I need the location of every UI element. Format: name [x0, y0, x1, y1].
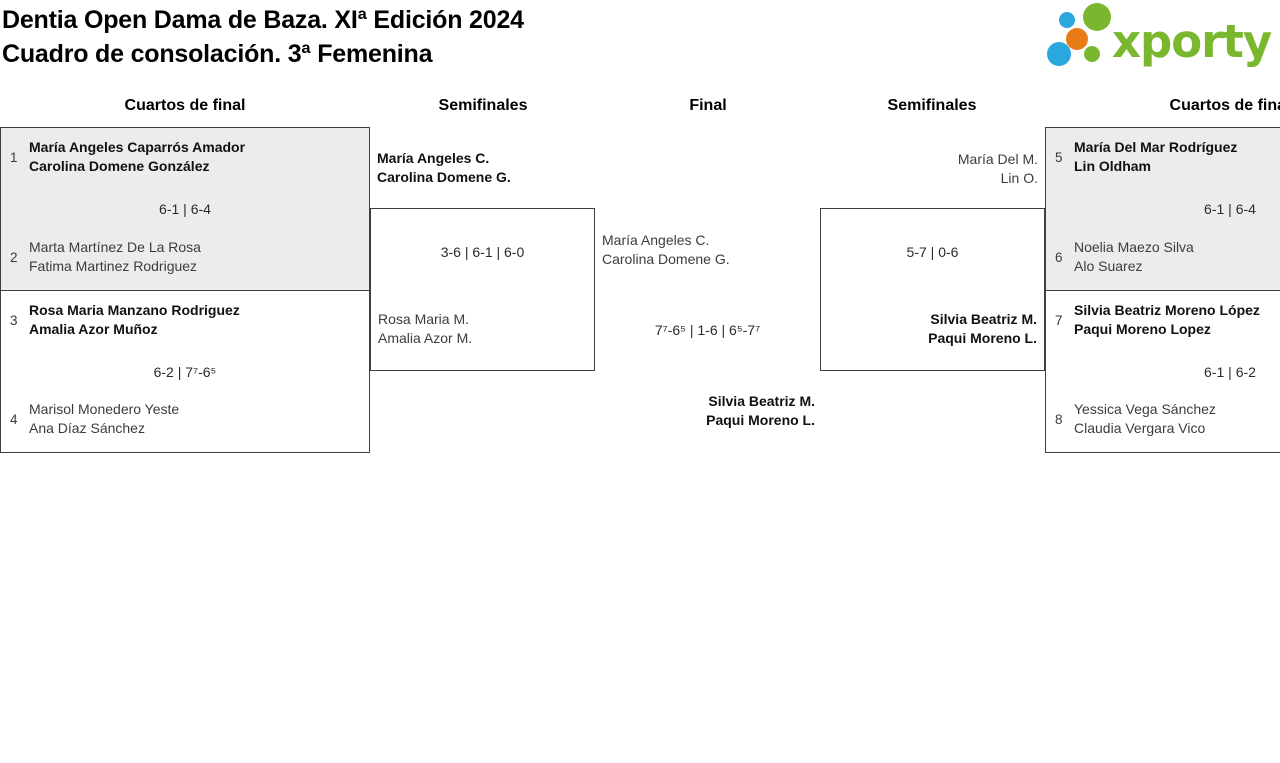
- player-line: María Angeles C.: [602, 232, 710, 248]
- team-names: Rosa Maria M. Amalia Azor M.: [378, 310, 472, 348]
- seed-number: 4: [10, 411, 18, 427]
- logo-dot-small-green: [1084, 46, 1100, 62]
- round-header-quarterfinals-left: Cuartos de final: [124, 97, 246, 114]
- final-team-bottom: Silvia Beatriz M. Paqui Moreno L.: [706, 392, 815, 430]
- player-line: Marisol Monedero Yeste: [29, 401, 180, 417]
- player-line: Paqui Moreno Lopez: [1074, 321, 1211, 337]
- match-score: 6-1 | 6-2: [1204, 363, 1256, 380]
- xporty-logo[interactable]: xporty: [1046, 1, 1280, 71]
- team-names: María Del Mar Rodríguez Lin Oldham: [1074, 138, 1280, 176]
- logo-dot-orange: [1066, 28, 1088, 50]
- player-line: Rosa Maria M.: [378, 311, 470, 327]
- match-sf-left: 3-6 | 6-1 | 6-0 Rosa Maria M. Amalia Azo…: [370, 208, 595, 371]
- player-line: Silvia Beatriz Moreno López: [1074, 302, 1260, 318]
- seed-number: 2: [10, 249, 18, 265]
- match-score: 6-1 | 6-4: [159, 201, 211, 217]
- match-qf-right-top: 5 María Del Mar Rodríguez Lin Oldham 6-1…: [1045, 127, 1280, 291]
- player-line: María Angeles Caparrós Amador: [29, 139, 246, 155]
- tournament-title-line-2: Cuadro de consolación. 3ª Femenina: [2, 40, 433, 68]
- player-line: Marta Martínez De La Rosa: [29, 239, 201, 255]
- sf-right-top-team: María Del M. Lin O.: [958, 150, 1038, 188]
- final-match-score: 7⁷-6⁵ | 1-6 | 6⁵-7⁷: [654, 322, 761, 338]
- player-line: Ana Díaz Sánchez: [29, 420, 145, 436]
- player-line: Noelia Maezo Silva: [1074, 239, 1194, 255]
- player-line: Rosa Maria Manzano Rodriguez: [29, 302, 240, 318]
- logo-dot-large-green: [1083, 3, 1111, 31]
- player-line: María Del M.: [957, 151, 1038, 167]
- match-score: 6-1 | 6-4: [1204, 201, 1256, 217]
- team-names: Marta Martínez De La Rosa Fatima Martine…: [29, 238, 365, 276]
- round-header-semifinals-left: Semifinales: [438, 97, 528, 114]
- seed-number: 7: [1055, 312, 1063, 328]
- player-line: Paqui Moreno L.: [706, 412, 815, 428]
- match-score: 5-7 | 0-6: [906, 244, 959, 260]
- tournament-title: Dentia Open Dama de Baza. XIª Edición 20…: [2, 3, 524, 71]
- player-line: Fatima Martinez Rodriguez: [29, 258, 198, 274]
- logo-dot-large-blue: [1047, 42, 1071, 66]
- match-qf-left-bottom: 3 Rosa Maria Manzano Rodriguez Amalia Az…: [0, 290, 370, 453]
- match-score: 3-6 | 6-1 | 6-0: [440, 244, 525, 260]
- round-header-quarterfinals-right: Cuartos de final: [1169, 97, 1280, 114]
- team-names: Silvia Beatriz Moreno López Paqui Moreno…: [1074, 301, 1280, 339]
- player-line: Alo Suarez: [1074, 258, 1143, 274]
- logo-dot-small-blue: [1059, 12, 1075, 28]
- team-names: Rosa Maria Manzano Rodriguez Amalia Azor…: [29, 301, 365, 339]
- sf-left-advancing-team: María Angeles C. Carolina Domene G.: [377, 149, 511, 187]
- tournament-title-line-1: Dentia Open Dama de Baza. XIª Edición 20…: [2, 6, 524, 34]
- player-line: Lin O.: [1000, 170, 1038, 186]
- match-qf-right-bottom: 7 Silvia Beatriz Moreno López Paqui More…: [1045, 290, 1280, 453]
- seed-number: 1: [10, 149, 18, 165]
- player-line: María Del Mar Rodríguez: [1074, 139, 1238, 155]
- final-team-top: María Angeles C. Carolina Domene G.: [602, 231, 730, 269]
- match-score: 6-2 | 7⁷-6⁵: [153, 363, 217, 380]
- round-header-final: Final: [689, 97, 727, 114]
- xporty-logo-icon: xporty: [1047, 3, 1273, 68]
- match-sf-right: 5-7 | 0-6 Silvia Beatriz M. Paqui Moreno…: [820, 208, 1045, 371]
- round-header-semifinals-right: Semifinales: [887, 97, 977, 114]
- seed-number: 3: [10, 312, 18, 328]
- player-line: Yessica Vega Sánchez: [1074, 401, 1216, 417]
- team-names: Marisol Monedero Yeste Ana Díaz Sánchez: [29, 400, 365, 438]
- team-names: Noelia Maezo Silva Alo Suarez: [1074, 238, 1280, 276]
- player-line: Silvia Beatriz M.: [708, 393, 815, 409]
- player-line: Carolina Domene G.: [377, 169, 511, 185]
- player-line: Lin Oldham: [1074, 158, 1151, 174]
- player-line: Carolina Domene G.: [602, 251, 730, 267]
- player-line: Amalia Azor M.: [378, 330, 473, 346]
- team-names: Silvia Beatriz M. Paqui Moreno L.: [928, 310, 1037, 348]
- player-line: Paqui Moreno L.: [928, 330, 1037, 346]
- team-names: Yessica Vega Sánchez Claudia Vergara Vic…: [1074, 400, 1280, 438]
- match-qf-left-top: 1 María Angeles Caparrós Amador Carolina…: [0, 127, 370, 291]
- player-line: Carolina Domene González: [29, 158, 210, 174]
- player-line: Silvia Beatriz M.: [930, 311, 1037, 327]
- player-line: María Angeles C.: [377, 150, 490, 166]
- player-line: Claudia Vergara Vico: [1074, 420, 1206, 436]
- xporty-logo-wordmark: xporty: [1112, 15, 1272, 68]
- player-line: Amalia Azor Muñoz: [29, 321, 158, 337]
- seed-number: 8: [1055, 411, 1063, 427]
- team-names: María Angeles Caparrós Amador Carolina D…: [29, 138, 365, 176]
- seed-number: 6: [1055, 249, 1063, 265]
- seed-number: 5: [1055, 149, 1063, 165]
